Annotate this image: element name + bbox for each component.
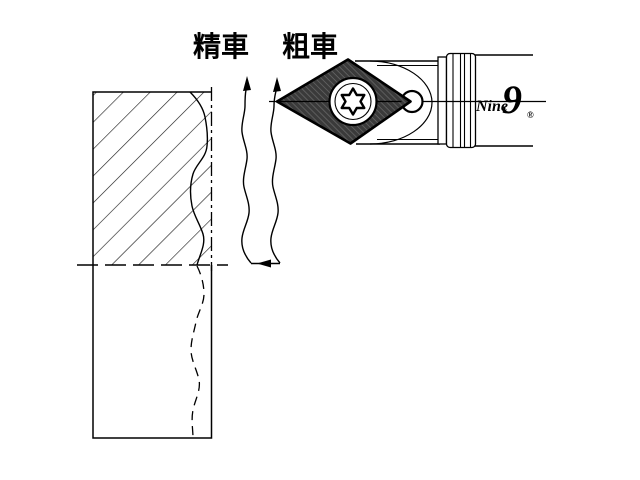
rough-cut-path bbox=[270, 90, 281, 264]
fine-cut-arrow-icon bbox=[243, 76, 251, 91]
tool-neck-ring bbox=[437, 56, 448, 145]
label-fine-turning: 精車 bbox=[193, 31, 249, 63]
tool-flange bbox=[445, 52, 477, 149]
tool-holder bbox=[355, 52, 533, 149]
break-line-wave bbox=[189, 91, 209, 266]
rough-cut-arrow-icon bbox=[273, 77, 281, 92]
hidden-profile-wave bbox=[190, 265, 205, 439]
head-nose-curve bbox=[369, 60, 433, 145]
workpiece bbox=[77, 87, 228, 439]
torx-screw-icon bbox=[328, 76, 378, 127]
nine9-logo: Nine 9 ® bbox=[475, 77, 534, 122]
label-rough-turning: 粗車 bbox=[282, 31, 338, 63]
brand-text: Nine bbox=[475, 98, 508, 115]
tool-shank bbox=[470, 54, 533, 147]
workpiece-hatch-region bbox=[93, 92, 212, 265]
fine-cut-path bbox=[241, 89, 252, 264]
cut-paths bbox=[241, 76, 281, 268]
workpiece-outline bbox=[92, 91, 213, 439]
brand-digit: 9 bbox=[502, 77, 522, 122]
registered-mark: ® bbox=[527, 110, 534, 120]
feed-direction-arrow-icon bbox=[257, 259, 271, 268]
torx-star-icon bbox=[340, 87, 366, 116]
tool-head bbox=[355, 60, 440, 145]
